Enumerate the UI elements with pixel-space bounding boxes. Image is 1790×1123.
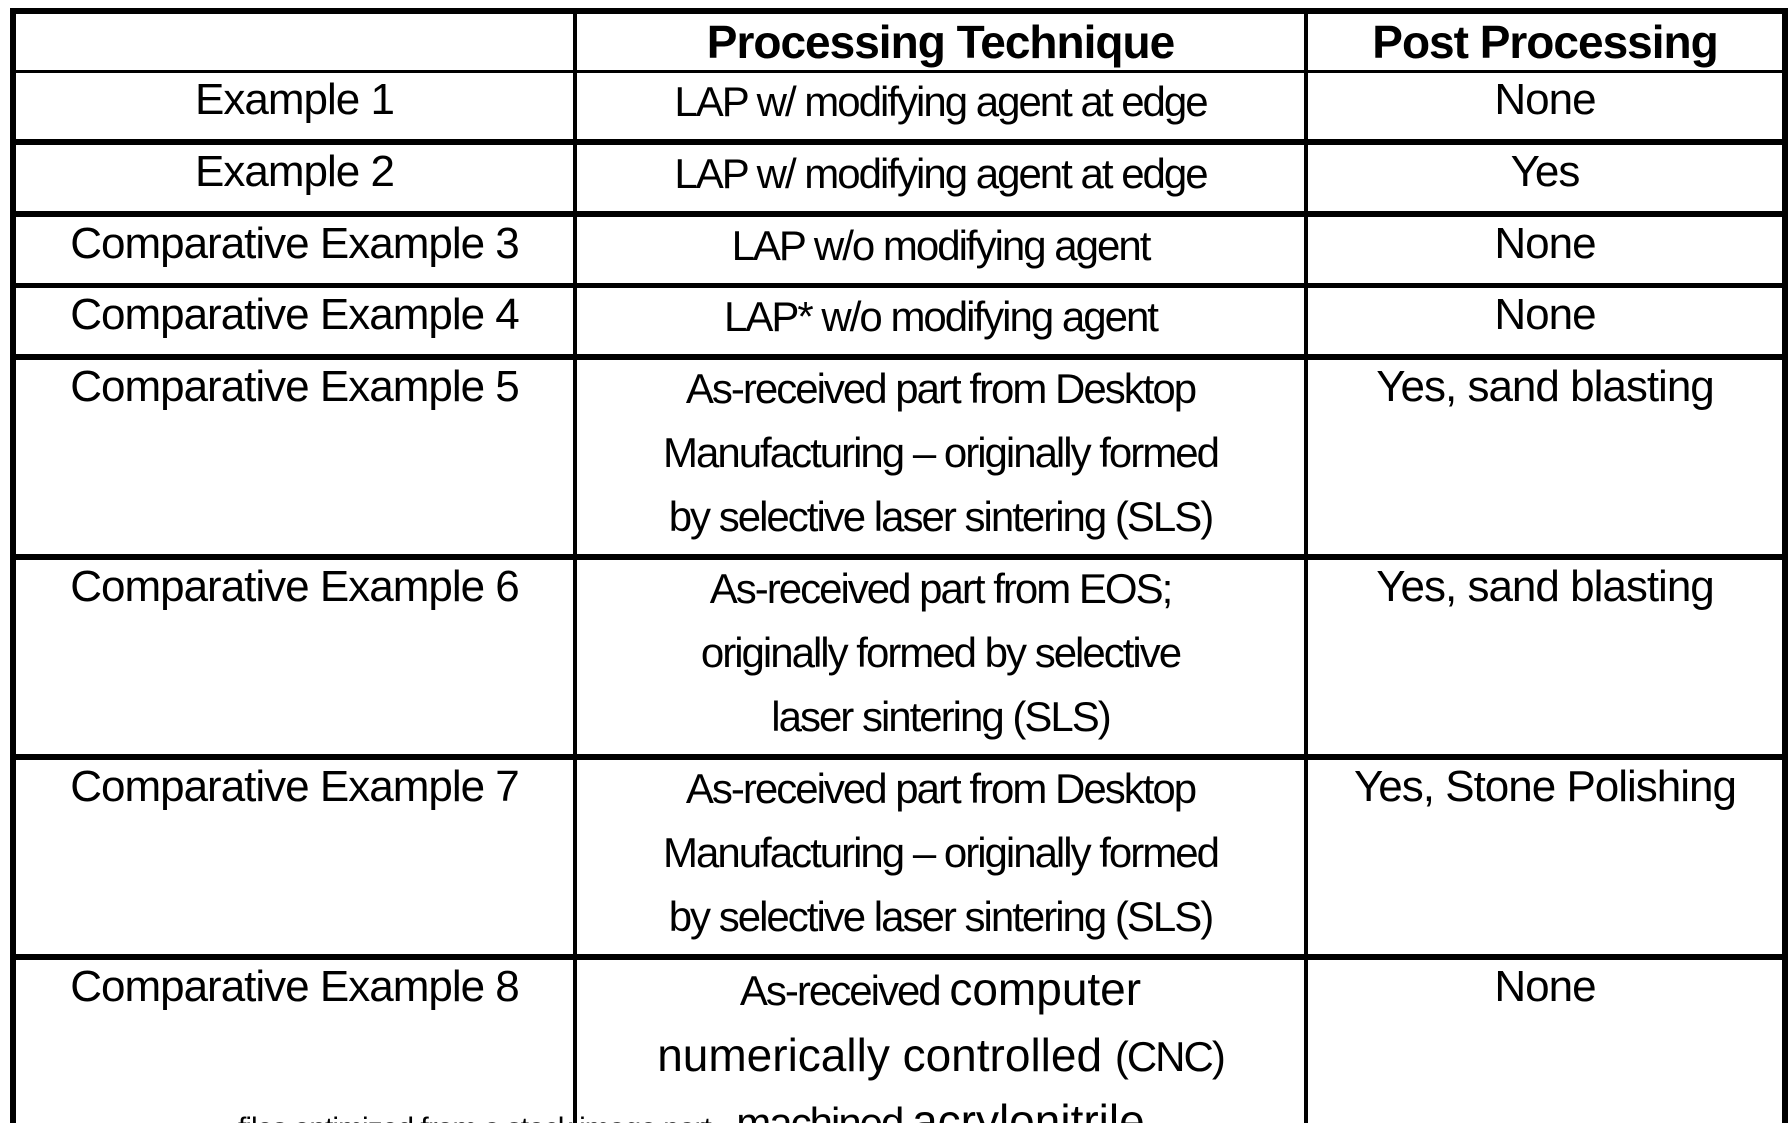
example-label-cell: Comparative Example 7 (11, 757, 577, 960)
technique-cell: LAP w/ modifying agent at edge (573, 71, 1308, 145)
technique-line: originally formed by selective (579, 626, 1302, 690)
example-label-cell: Comparative Example 5 (11, 357, 577, 560)
technique-cell: LAP w/o modifying agent (573, 214, 1308, 288)
post-processing-cell: Yes (1304, 142, 1787, 217)
post-processing-cell: None (1304, 214, 1787, 288)
technique-cell: LAP w/ modifying agent at edge (573, 142, 1308, 217)
technique-line: numerically controlled (CNC) (579, 1028, 1302, 1094)
technique-text-segment: by selective laser sintering (SLS) (668, 893, 1215, 940)
technique-line: Manufacturing – originally formed (579, 426, 1302, 490)
technique-line: LAP w/o modifying agent (579, 219, 1302, 281)
table-row: Comparative Example 3 LAP w/o modifying … (11, 214, 1787, 288)
post-processing-cell: Yes, Stone Polishing (1304, 757, 1787, 960)
technique-line: LAP w/ modifying agent at edge (579, 75, 1302, 136)
technique-line: As-received computer (579, 962, 1302, 1028)
example-label-cell: Comparative Example 3 (11, 214, 577, 288)
post-processing-cell: None (1304, 957, 1787, 1123)
technique-line: LAP* w/o modifying agent (579, 290, 1302, 351)
technique-text-segment: Manufacturing – originally formed (663, 829, 1220, 876)
technique-line: As-received part from EOS; (579, 562, 1302, 626)
technique-text-segment: originally formed by selective (700, 629, 1182, 676)
post-processing-cell: Yes, sand blasting (1304, 357, 1787, 560)
technique-line: laser sintering (SLS) (579, 690, 1302, 751)
technique-text-segment: by selective laser sintering (SLS) (668, 493, 1215, 540)
table-row: Comparative Example 4 LAP* w/o modifying… (11, 285, 1787, 360)
table-row: Comparative Example 6 As-received part f… (11, 557, 1787, 760)
technique-text-segment: machined (736, 1099, 913, 1123)
technique-text-segment: As-received part from Desktop (685, 765, 1197, 812)
technique-text-segment: As-received (739, 967, 950, 1014)
example-label-cell: Comparative Example 8 (11, 957, 577, 1123)
header-empty-cell (11, 11, 577, 73)
technique-cell: LAP* w/o modifying agent (573, 285, 1308, 360)
header-processing-technique: Processing Technique (573, 11, 1308, 73)
table-header-row: Processing Technique Post Processing (11, 11, 1787, 73)
technique-text-segment: LAP w/o modifying agent (731, 222, 1152, 269)
technique-text-segment: laser sintering (SLS) (771, 693, 1111, 740)
technique-line: LAP w/ modifying agent at edge (579, 147, 1302, 208)
example-label-cell: Comparative Example 6 (11, 557, 577, 760)
technique-text-segment: LAP* w/o modifying agent (724, 293, 1159, 340)
header-post-processing: Post Processing (1304, 11, 1787, 73)
table-row: Comparative Example 7 As-received part f… (11, 757, 1787, 960)
technique-text-segment: LAP w/ modifying agent at edge (674, 78, 1208, 125)
technique-text-segment: acrylonitrile (912, 1095, 1145, 1123)
technique-text-segment: As-received part from EOS; (709, 565, 1173, 612)
example-label-cell: Example 1 (11, 71, 577, 145)
table-row: Comparative Example 5 As-received part f… (11, 357, 1787, 560)
example-label-cell: Example 2 (11, 142, 577, 217)
post-processing-cell: None (1304, 71, 1787, 145)
examples-processing-table: Processing Technique Post Processing Exa… (10, 8, 1788, 1123)
table-row: Comparative Example 8 As-received comput… (11, 957, 1787, 1123)
post-processing-cell: None (1304, 285, 1787, 360)
technique-line: As-received part from Desktop (579, 362, 1302, 426)
technique-text-segment: computer (949, 963, 1142, 1015)
technique-cell: As-received part from EOS; originally for… (573, 557, 1308, 760)
table-row: Example 1 LAP w/ modifying agent at edge… (11, 71, 1787, 145)
example-label-cell: Comparative Example 4 (11, 285, 577, 360)
technique-text-segment: numerically controlled (657, 1029, 1115, 1081)
technique-text-segment: Manufacturing – originally formed (663, 429, 1220, 476)
table-row: Example 2 LAP w/ modifying agent at edge… (11, 142, 1787, 217)
technique-line: As-received part from Desktop (579, 762, 1302, 826)
technique-text-segment: (CNC) (1114, 1033, 1226, 1080)
technique-text-segment: LAP w/ modifying agent at edge (674, 150, 1208, 197)
technique-text-segment: As-received part from Desktop (685, 365, 1197, 412)
technique-line: machined acrylonitrile (579, 1094, 1302, 1123)
post-processing-cell: Yes, sand blasting (1304, 557, 1787, 760)
technique-line: by selective laser sintering (SLS) (579, 490, 1302, 551)
footnote-clipped-text: files optimized from a stock image part (238, 1112, 712, 1123)
technique-line: by selective laser sintering (SLS) (579, 890, 1302, 951)
technique-line: Manufacturing – originally formed (579, 826, 1302, 890)
